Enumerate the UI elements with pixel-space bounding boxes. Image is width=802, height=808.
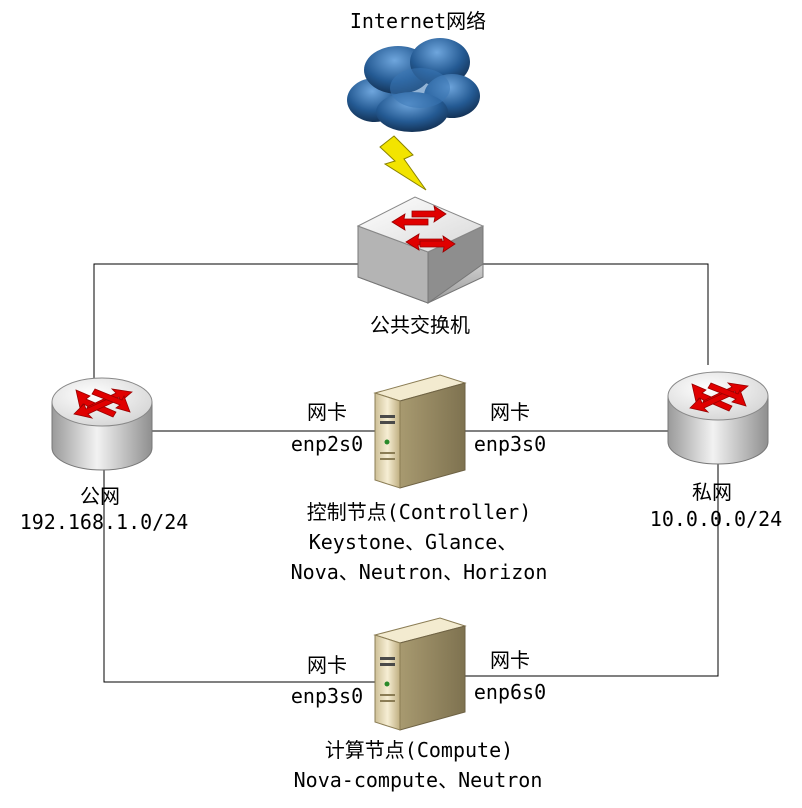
controller-server-icon <box>373 374 467 489</box>
lightning-icon <box>379 135 427 191</box>
compute-nic-left-iface: enp3s0 <box>290 684 364 708</box>
connection-lines <box>93 263 719 683</box>
compute-services: Nova-compute、Neutron <box>293 768 543 792</box>
private-network-cidr: 10.0.0.0/24 <box>649 507 783 531</box>
controller-nic-right-label: 网卡 <box>490 400 530 424</box>
link-public-router-compute <box>103 470 375 683</box>
cloud-icon <box>347 38 480 132</box>
compute-nic-left-label: 网卡 <box>307 653 347 677</box>
internet-label: Internet网络 <box>349 9 487 33</box>
public-network-cidr: 192.168.1.0/24 <box>19 510 189 534</box>
controller-services-line2: Nova、Neutron、Horizon <box>290 560 548 584</box>
public-router-icon <box>51 377 153 471</box>
public-switch-label: 公共交换机 <box>370 313 470 337</box>
controller-title: 控制节点(Controller) <box>306 500 532 524</box>
compute-nic-right-iface: enp6s0 <box>473 680 547 704</box>
link-private-router-compute <box>465 462 719 677</box>
compute-nic-right-label: 网卡 <box>490 648 530 672</box>
compute-title: 计算节点(Compute) <box>324 738 514 762</box>
controller-nic-left-iface: enp2s0 <box>290 432 364 456</box>
switch-icon <box>356 196 485 304</box>
controller-nic-right-iface: enp3s0 <box>473 432 547 456</box>
compute-server-icon <box>373 617 467 731</box>
link-switch-public-router <box>93 263 358 388</box>
controller-services-line1: Keystone、Glance、 <box>308 530 518 554</box>
link-switch-private-router <box>483 263 709 365</box>
private-network-name: 私网 <box>692 480 732 504</box>
private-router-icon <box>667 371 769 465</box>
public-network-name: 公网 <box>80 484 120 508</box>
controller-nic-left-label: 网卡 <box>307 400 347 424</box>
